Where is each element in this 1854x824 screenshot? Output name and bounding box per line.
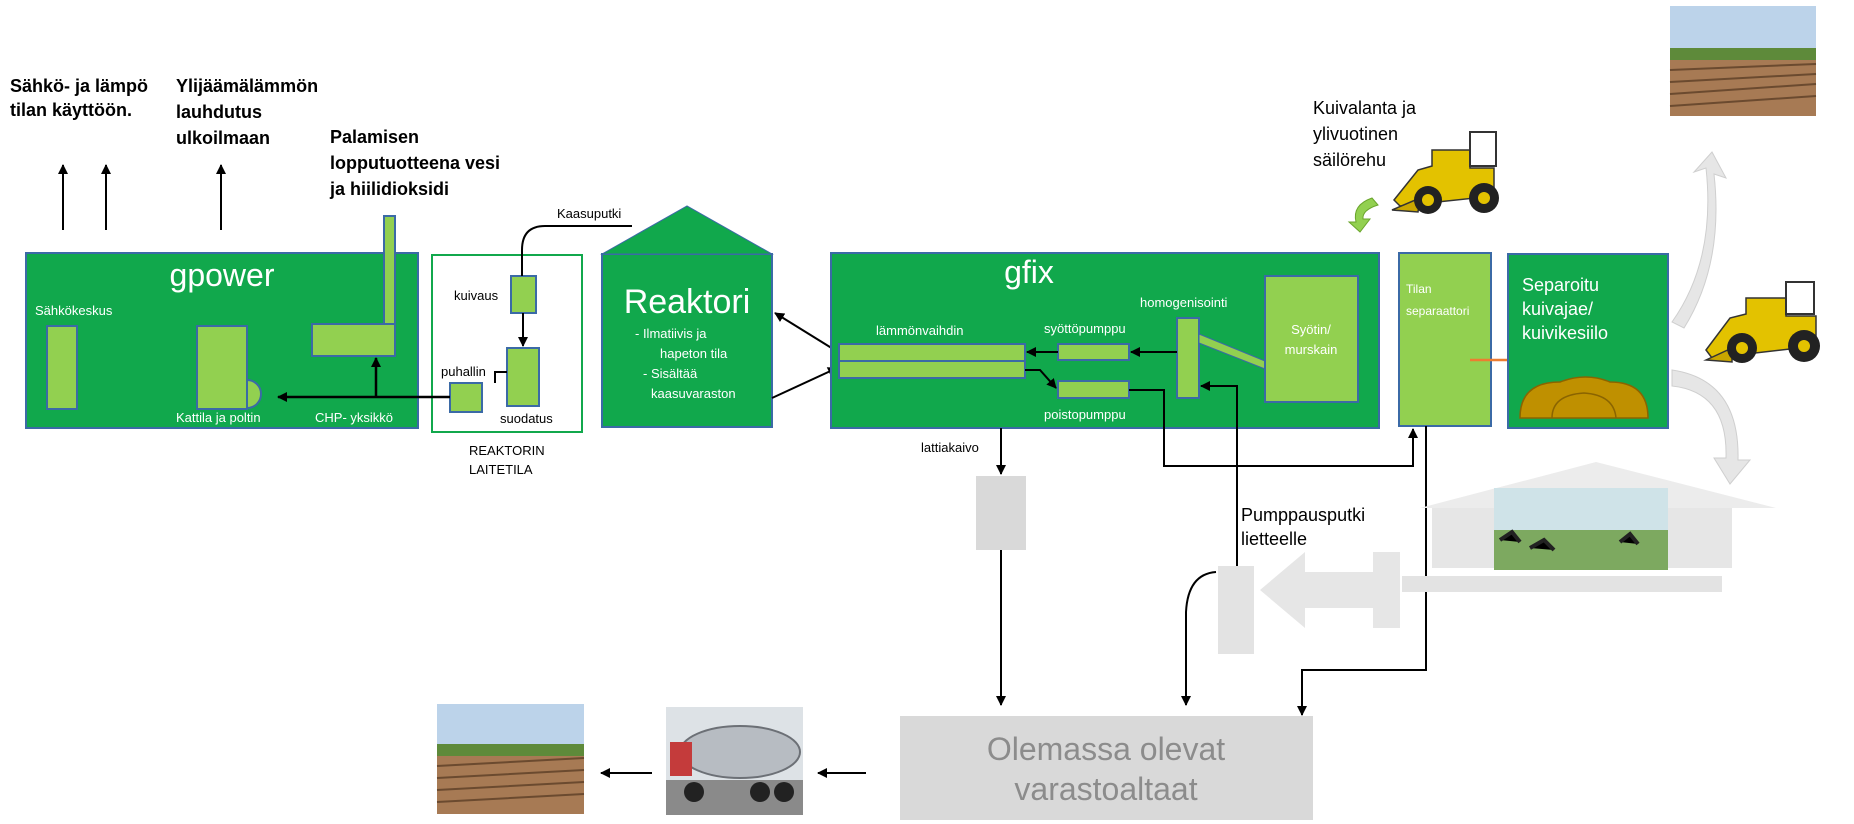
svg-text:Sähkö- ja lämpö: Sähkö- ja lämpö <box>10 76 148 96</box>
svg-text:lopputuotteena vesi: lopputuotteena vesi <box>330 153 500 173</box>
siilo-pile <box>1519 376 1649 419</box>
lammonvaihdin-bottom <box>838 360 1026 379</box>
reaktori-title: Reaktori <box>624 283 751 321</box>
svg-text:lauhdutus: lauhdutus <box>176 102 262 122</box>
chp-label: CHP- yksikkö <box>315 410 393 425</box>
siilo-pile-lines <box>1551 392 1617 419</box>
reaktori-bullet-4: kaasuvaraston <box>651 386 736 401</box>
kuivaus-box <box>510 275 537 314</box>
arrow-separaattori-varasto <box>1297 426 1427 716</box>
svg-text:ulkoilmaan: ulkoilmaan <box>176 128 270 148</box>
siilo-label-3: kuivikesiilo <box>1522 323 1608 343</box>
puhallin-label: puhallin <box>441 364 486 379</box>
siilo-label-1: Separoitu <box>1522 275 1599 295</box>
arrow-pump-varasto <box>1181 571 1217 706</box>
svg-text:Palamisen: Palamisen <box>330 127 419 147</box>
pumppausputki-label-1: Pumppausputki <box>1241 505 1365 525</box>
gpower-title: gpower <box>170 257 275 293</box>
kuivaus-label: kuivaus <box>454 288 499 303</box>
kaasuputki-line <box>521 225 632 276</box>
laitetila-caption-2: LAITETILA <box>469 462 533 477</box>
tanker-photo <box>666 707 803 815</box>
arrow-pumppausputki <box>1200 381 1238 568</box>
homogenisointi-label: homogenisointi <box>1140 295 1228 310</box>
arrow-from-reaktori <box>771 367 838 399</box>
grey-arrow-down <box>1671 369 1752 485</box>
grey-arrow-up <box>1671 151 1728 329</box>
kattila-label: Kattila ja poltin <box>176 410 261 425</box>
laitetila-caption-1: REAKTORIN <box>469 443 545 458</box>
poistopumppu-label: poistopumppu <box>1044 407 1126 422</box>
kattila-box <box>196 325 248 410</box>
varastoaltaat-label-2: varastoaltaat <box>1014 771 1197 807</box>
syotin-label-1: Syötin/ <box>1291 322 1331 337</box>
wheel-loader-right-icon <box>1703 281 1820 363</box>
svg-text:tilan käyttöön.: tilan käyttöön. <box>10 100 132 120</box>
syottopumppu-box <box>1057 343 1130 361</box>
poltin-shape <box>246 378 262 410</box>
field-photo-bottom <box>436 704 585 814</box>
reaktori-bullet-2: hapeton tila <box>660 346 728 361</box>
siilo-label-2: kuivajae/ <box>1522 299 1593 319</box>
homogenisointi-box <box>1176 317 1200 399</box>
field-photo-top <box>1669 6 1817 116</box>
syottopumppu-label: syöttöpumppu <box>1044 321 1126 336</box>
suodatus-box <box>506 347 540 407</box>
poistopumppu-box <box>1057 380 1130 399</box>
syotin-box <box>1264 275 1359 403</box>
kuivalanta-label: Kuivalanta ja ylivuotinen säilörehu <box>1313 98 1417 170</box>
reaktori-bullet-3: - Sisältää <box>643 366 698 381</box>
varastoaltaat-label-1: Olemassa olevat <box>987 731 1225 767</box>
svg-text:ylivuotinen: ylivuotinen <box>1313 124 1398 144</box>
top-label-combustion: Palamisen lopputuotteena vesi ja hiilidi… <box>329 127 500 199</box>
lammonvaihdin-top <box>838 343 1026 362</box>
syotin-label-2: murskain <box>1285 342 1338 357</box>
gfix-title: gfix <box>1004 254 1054 290</box>
top-label-excess-heat: Ylijäämälämmön lauhdutus ulkoilmaan <box>176 76 318 148</box>
chp-box <box>311 323 396 357</box>
lattiakaivo-box <box>976 476 1026 550</box>
sahkokeskus-label: Sähkökeskus <box>35 303 113 318</box>
svg-text:Ylijäämälämmön: Ylijäämälämmön <box>176 76 318 96</box>
chimney <box>383 215 396 325</box>
suodatus-label: suodatus <box>500 411 553 426</box>
lattiakaivo-label: lattiakaivo <box>921 440 979 455</box>
svg-text:säilörehu: säilörehu <box>1313 150 1386 170</box>
barn-icon <box>1402 462 1776 592</box>
lammonvaihdin-label: lämmönvaihdin <box>876 323 963 338</box>
separaattori-box <box>1398 252 1492 427</box>
reaktori-roof <box>600 205 774 255</box>
puhallin-box <box>449 382 483 413</box>
reaktori-bullet-1: - Ilmatiivis ja <box>635 326 707 341</box>
grey-slurry-arrow <box>1218 552 1400 654</box>
arrow-poisto-separaattori <box>1129 389 1418 467</box>
svg-text:ja hiilidioksidi: ja hiilidioksidi <box>329 179 449 199</box>
varastoaltaat-box <box>900 716 1313 820</box>
top-label-electricity: Sähkö- ja lämpö tilan käyttöön. <box>10 76 148 120</box>
wheel-loader-icon <box>1391 131 1499 214</box>
pumppausputki-label-2: lietteelle <box>1241 529 1307 549</box>
kaasuputki-label: Kaasuputki <box>557 206 621 221</box>
reaktori-body <box>601 253 773 428</box>
green-curved-arrow <box>1347 197 1379 233</box>
arrow-lammon-poisto <box>1025 369 1057 389</box>
arrow-to-reaktori <box>774 312 839 353</box>
separaattori-label-2: separaattori <box>1406 304 1469 318</box>
separaattori-label-1: Tilan <box>1406 282 1432 296</box>
svg-text:Kuivalanta ja: Kuivalanta ja <box>1313 98 1417 118</box>
sahkokeskus-box <box>46 325 78 410</box>
arrow-suodatus-puhallin <box>494 371 507 383</box>
